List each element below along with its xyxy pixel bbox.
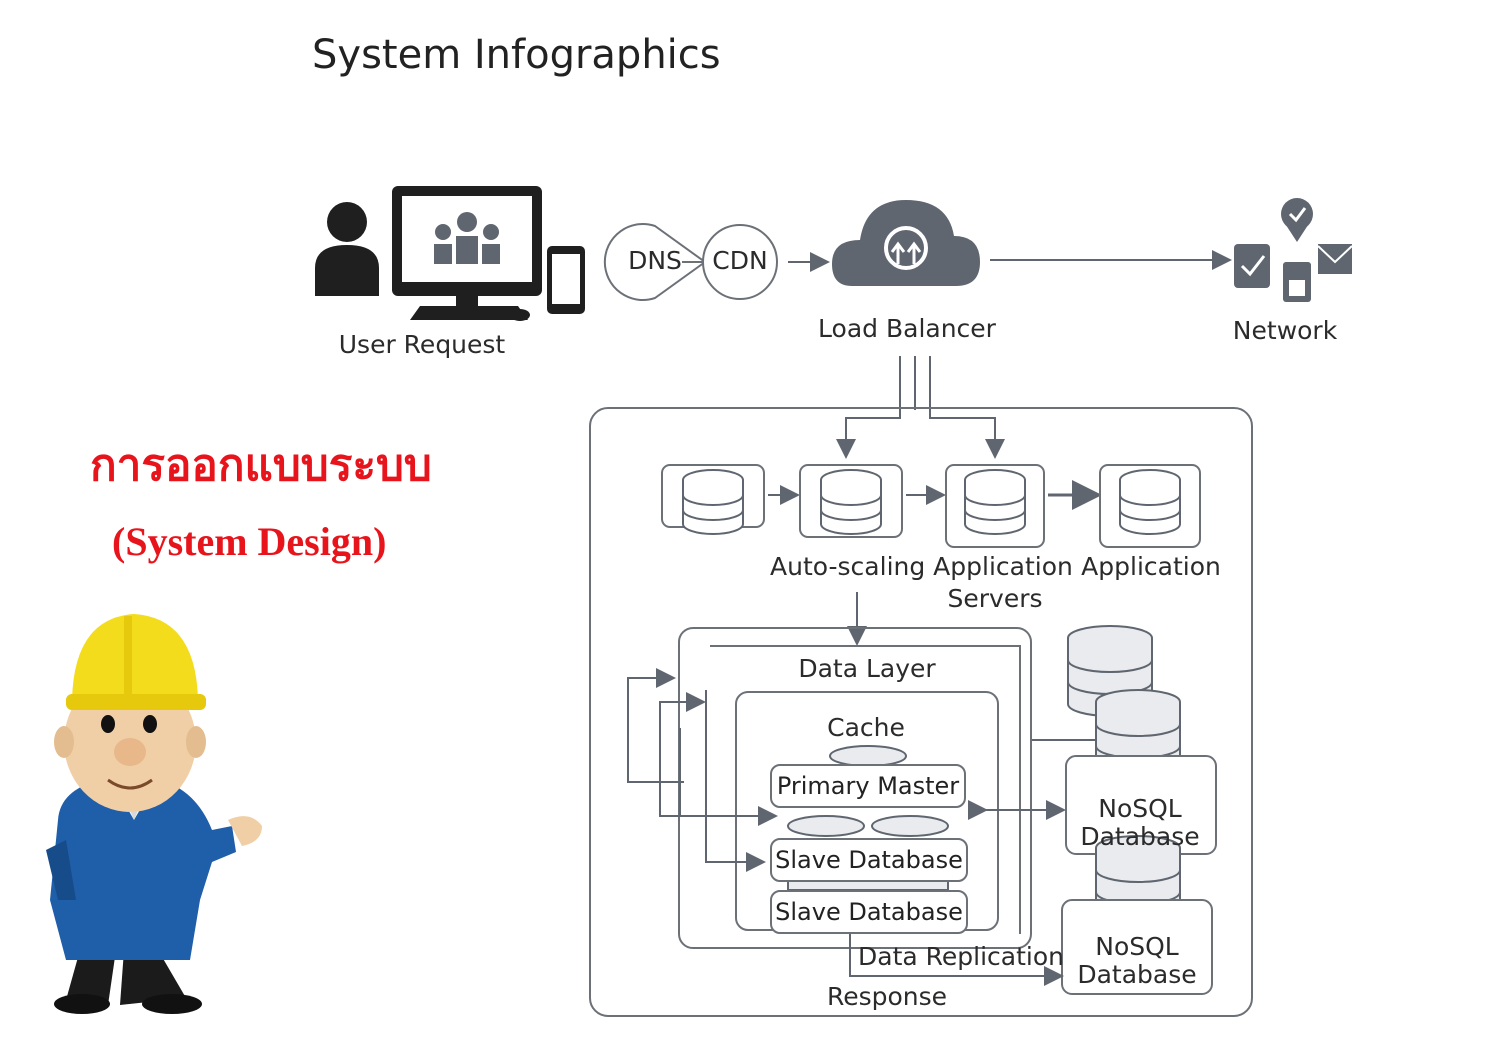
auto-scaling-label: Auto-scaling Application bbox=[770, 552, 1073, 581]
response-label: Response bbox=[826, 982, 948, 1011]
data-replication-label: Data Replication bbox=[858, 942, 1064, 971]
system-frame bbox=[589, 407, 1253, 1017]
page-title: System Infographics bbox=[312, 32, 721, 78]
engineer-mascot-icon bbox=[46, 614, 262, 1014]
primary-master-box: Primary Master bbox=[770, 764, 966, 808]
slave-database-box-2: Slave Database bbox=[770, 890, 968, 934]
cache-label: Cache bbox=[827, 713, 905, 742]
dns-cdn-bubbles bbox=[603, 223, 778, 301]
lb-connector-lines bbox=[836, 356, 1005, 459]
load-balancer-label: Load Balancer bbox=[818, 314, 996, 343]
nosql-cylinders bbox=[1061, 625, 1217, 995]
nosql-1-line2: Database bbox=[1080, 822, 1200, 851]
nosql-database-label-2: NoSQL Database bbox=[1077, 933, 1196, 989]
nosql-database-label-1: NoSQL Database bbox=[1080, 795, 1199, 851]
cloud-load-balancer-icon bbox=[832, 200, 980, 286]
user-icon bbox=[315, 202, 379, 296]
network-icon bbox=[1234, 198, 1353, 302]
server-row bbox=[661, 464, 1201, 548]
nosql-2-line2: Database bbox=[1077, 960, 1197, 989]
mobile-phone-icon bbox=[547, 246, 585, 314]
dns-label: DNS bbox=[628, 246, 682, 275]
nosql-connectors bbox=[849, 739, 1096, 986]
computer-monitor-icon bbox=[392, 186, 542, 321]
application-label: Application bbox=[1081, 552, 1221, 581]
heading-english: (System Design) bbox=[112, 519, 387, 564]
network-label: Network bbox=[1232, 316, 1338, 345]
servers-label: Servers bbox=[947, 584, 1043, 613]
nosql-1-line1: NoSQL bbox=[1098, 794, 1182, 823]
user-request-label: User Request bbox=[338, 330, 506, 359]
heading-thai: การออกแบบระบบ bbox=[90, 440, 432, 491]
feedback-arrows bbox=[627, 668, 778, 872]
nosql-2-line1: NoSQL bbox=[1095, 932, 1179, 961]
slave-database-box-1: Slave Database bbox=[770, 838, 968, 882]
data-layer-label: Data Layer bbox=[798, 654, 936, 683]
cdn-label: CDN bbox=[712, 246, 768, 275]
